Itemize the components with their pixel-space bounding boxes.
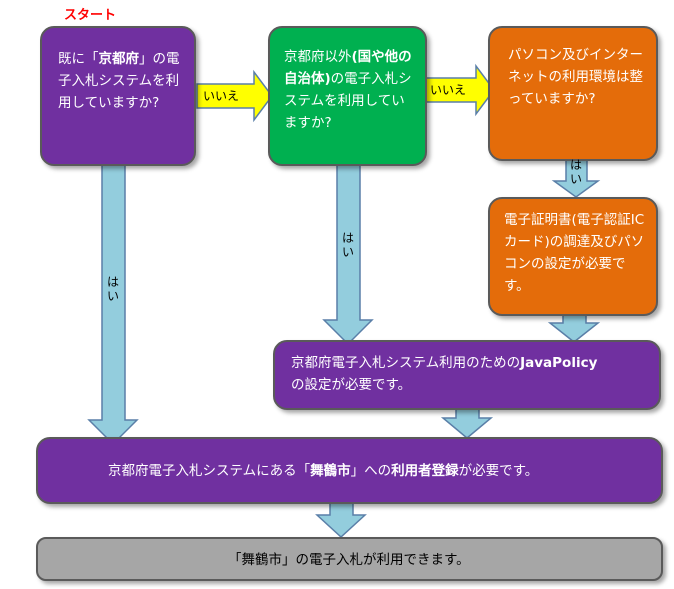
label-yes-mid: はい [341, 231, 354, 259]
start-label: スタート [64, 8, 117, 23]
label-yes-left: はい [106, 275, 119, 303]
java-text-1: 京都府電子入札システム利用のための [291, 355, 521, 371]
q1-bold-kyoto: 京都府 [98, 51, 140, 67]
arrow-no-2 [424, 63, 495, 117]
q2-text-2: の電子入札システムを利用していますか? [284, 71, 412, 131]
reg-text-2: 」への [350, 463, 392, 479]
q3-text: パソコン及びインターネットの利用環境は整っていますか? [508, 47, 643, 107]
label-no-2: いいえ [430, 83, 467, 97]
reg-bold-registration: 利用者登録 [391, 463, 459, 479]
q1-text-1: 既に「 [58, 51, 99, 67]
step-javapolicy: 京都府電子入札システム利用のためのJavaPolicy の設定が必要です。 [273, 340, 661, 410]
step-certificate-text: 電子証明書(電子認証ICカード)の調達及びパソコンの設定が必要です。 [504, 212, 645, 294]
question-other-system: 京都府以外(国や他の自治体)の電子入札システムを利用していますか? [268, 26, 427, 166]
reg-text-1: 京都府電子入札システムにある「 [108, 463, 311, 479]
arrow-no-1 [196, 69, 273, 123]
java-text-2: の設定が必要です。 [291, 377, 412, 393]
result-text: 「舞鶴市」の電子入札が利用できます。 [228, 552, 470, 568]
q2-bold-other: (国や他の自治体) [284, 49, 412, 87]
result-available: 「舞鶴市」の電子入札が利用できます。 [36, 537, 663, 581]
step-certificate: 電子証明書(電子認証ICカード)の調達及びパソコンの設定が必要です。 [488, 197, 658, 316]
q1-text-2: 」の電子入札システムを利用していますか? [58, 51, 180, 111]
java-bold: JavaPolicy [520, 355, 598, 371]
label-yes-right: はい [569, 158, 582, 186]
question-pc-internet: パソコン及びインターネットの利用環境は整っていますか? [488, 26, 658, 161]
q2-text-1: 京都府以外 [284, 49, 352, 65]
step-user-registration: 京都府電子入札システムにある「舞鶴市」への利用者登録が必要です。 [36, 437, 663, 504]
question-kyoto-system: 既に「京都府」の電子入札システムを利用していますか? [40, 26, 196, 166]
label-no-1: いいえ [203, 89, 240, 103]
reg-bold-maizuru: 舞鶴市 [310, 463, 351, 479]
reg-text-3: が必要です。 [458, 463, 539, 479]
arrow-yes-mid [322, 152, 374, 346]
arrow-yes-left [87, 152, 139, 446]
